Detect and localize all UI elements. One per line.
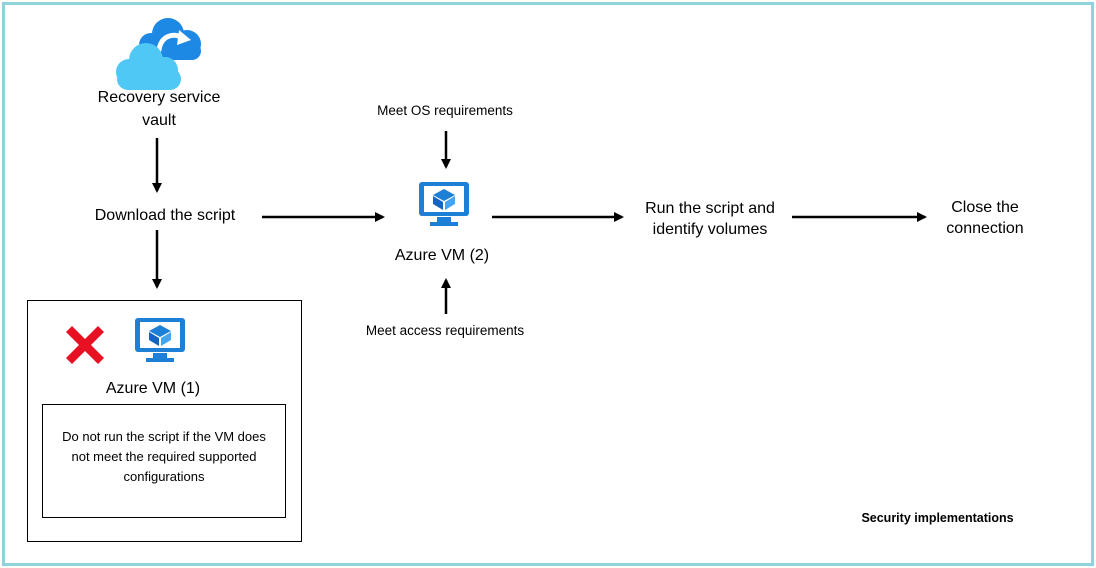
download-script-label: Download the script xyxy=(94,207,236,224)
close-connection-label-line1: Close the xyxy=(951,199,1019,216)
azure-vm-1-label: Azure VM (1) xyxy=(105,380,201,397)
note-box: Do not run the script if the VM does not… xyxy=(42,404,286,518)
cloud-sync-icon xyxy=(116,18,201,90)
recovery-vault-label-line2: vault xyxy=(142,112,176,129)
meet-access-label: Meet access requirements xyxy=(365,323,525,338)
virtual-machine-icon xyxy=(419,182,469,226)
azure-vm-2-label: Azure VM (2) xyxy=(394,247,490,264)
run-script-label-line2: identify volumes xyxy=(652,221,768,238)
virtual-machine-icon xyxy=(135,318,185,362)
diagram-caption: Security implementations xyxy=(861,511,1014,525)
recovery-vault-label-line1: Recovery service xyxy=(97,89,221,106)
note-text: Do not run the script if the VM does not… xyxy=(62,429,266,484)
meet-os-label: Meet OS requirements xyxy=(377,103,513,118)
azure-vm-1-box xyxy=(27,300,302,542)
red-x-icon xyxy=(66,326,104,364)
run-script-label-line1: Run the script and xyxy=(645,200,775,217)
close-connection-label-line2: connection xyxy=(946,220,1024,237)
